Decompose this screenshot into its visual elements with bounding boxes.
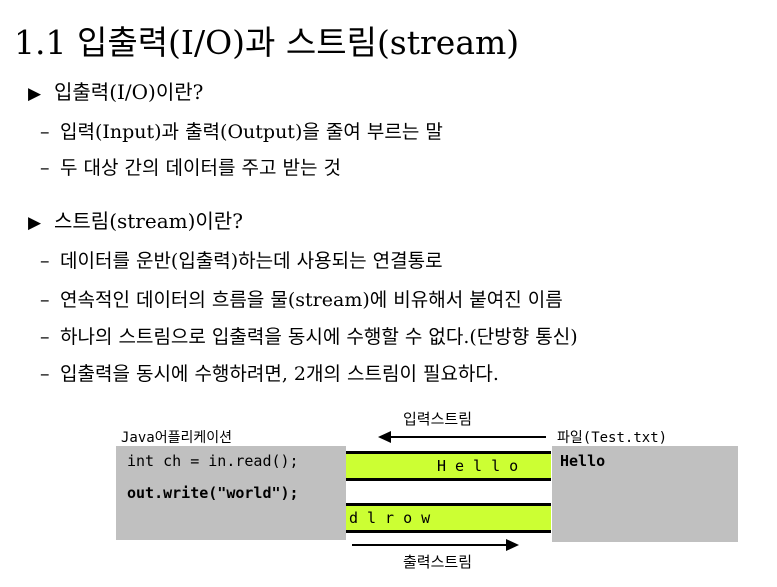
list-item: –입력(Input)과 출력(Output)을 줄여 부르는 말 (40, 121, 443, 143)
app-label: Java어플리케이션 (121, 430, 232, 446)
output-stream-pipe (346, 503, 551, 533)
input-arrow-icon (378, 431, 546, 443)
java-app-box (116, 446, 346, 540)
triangle-bullet-icon: ▶ (28, 213, 42, 233)
input-stream-content: Hello (437, 457, 528, 475)
output-stream-content: dlrow (349, 509, 440, 527)
list-item: –연속적인 데이터의 흐름을 물(stream)에 비유해서 붙여진 이름 (40, 289, 563, 311)
write-code: out.write("world"); (127, 484, 299, 502)
dash-icon: – (40, 289, 50, 311)
file-label: 파일(Test.txt) (557, 430, 668, 446)
section-heading: 입출력(I/O)이란? (54, 80, 204, 104)
list-item: –두 대상 간의 데이터를 주고 받는 것 (40, 157, 341, 179)
slide-title: 1.1 입출력(I/O)과 스트림(stream) (14, 23, 520, 62)
dash-icon: – (40, 121, 50, 143)
section-io: ▶ 입출력(I/O)이란? (28, 76, 203, 105)
dash-icon: – (40, 157, 50, 179)
file-box (552, 446, 738, 542)
dash-icon: – (40, 363, 50, 385)
list-item: –입출력을 동시에 수행하려면, 2개의 스트림이 필요하다. (40, 363, 499, 385)
list-item: –데이터를 운반(입출력)하는데 사용되는 연결통로 (40, 250, 443, 272)
file-content: Hello (560, 452, 606, 470)
dash-icon: – (40, 250, 50, 272)
triangle-bullet-icon: ▶ (28, 84, 42, 104)
section-stream: ▶ 스트림(stream)이란? (28, 205, 243, 234)
read-code: int ch = in.read(); (127, 452, 299, 470)
section-heading: 스트림(stream)이란? (54, 209, 243, 233)
input-stream-label: 입력스트림 (403, 410, 473, 428)
dash-icon: – (40, 326, 50, 348)
output-arrow-icon (352, 539, 519, 551)
output-stream-label: 출력스트림 (403, 553, 473, 571)
input-stream-pipe (346, 451, 551, 481)
list-item: –하나의 스트림으로 입출력을 동시에 수행할 수 없다.(단방향 통신) (40, 326, 578, 348)
